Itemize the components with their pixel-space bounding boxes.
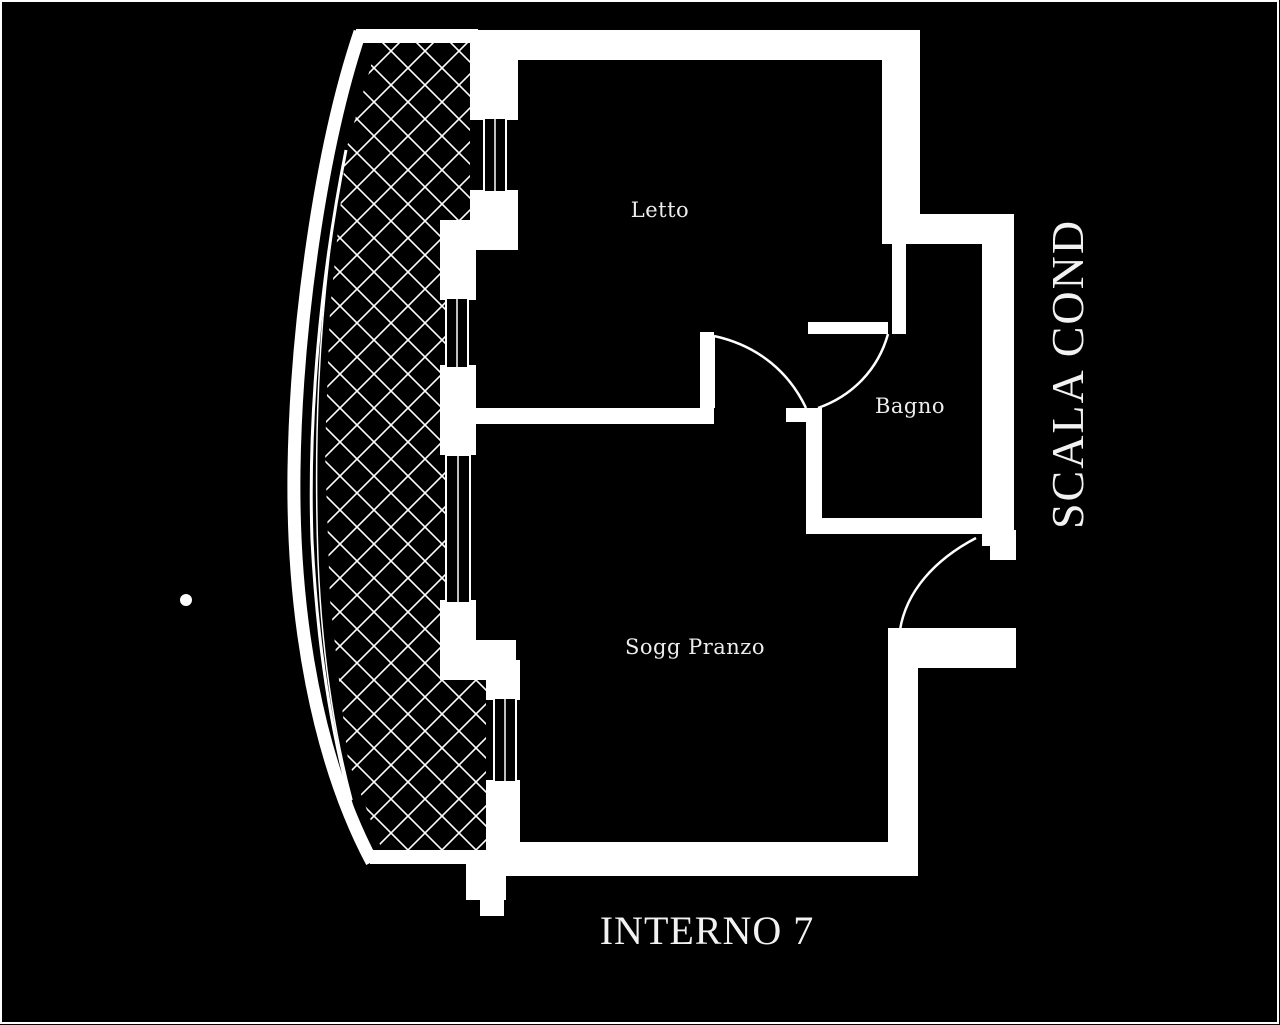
- windows: [445, 117, 517, 783]
- survey-dot: [180, 594, 192, 606]
- room-label-living-dining: Sogg Pranzo: [625, 635, 765, 659]
- room-label-bathroom: Bagno: [875, 394, 945, 418]
- stair-label: SCALA COND: [1042, 219, 1093, 529]
- doors: [713, 333, 982, 631]
- room-label-bedroom: Letto: [631, 198, 689, 222]
- exterior-walls: [440, 30, 1016, 916]
- interior-walls: [470, 244, 1014, 534]
- unit-label: INTERNO 7: [600, 908, 815, 953]
